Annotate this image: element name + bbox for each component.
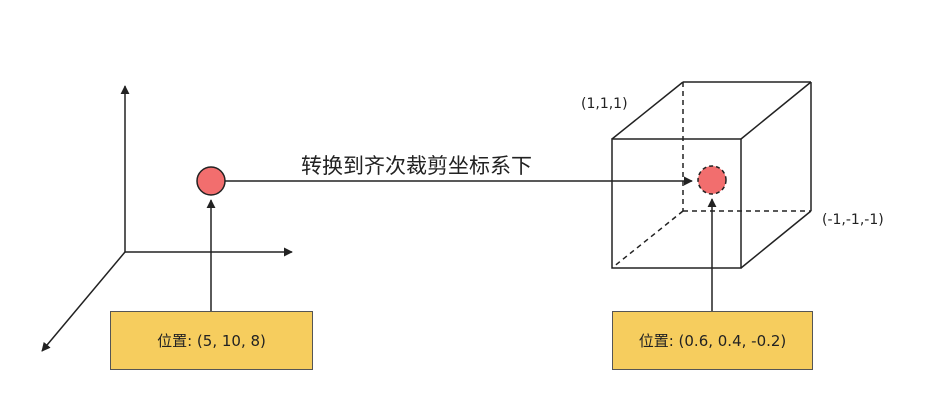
world-position-label: 位置: (5, 10, 8) [157, 332, 266, 350]
clip-space-point [697, 165, 727, 195]
clip-space-cube [611, 81, 812, 269]
cube-edge [740, 210, 812, 269]
clip-position-box: 位置: (0.6, 0.4, -0.2) [612, 311, 813, 370]
world-position-box: 位置: (5, 10, 8) [110, 311, 313, 370]
world-axes [41, 85, 293, 352]
transform-label: 转换到齐次裁剪坐标系下 [301, 154, 532, 178]
clip-position-label: 位置: (0.6, 0.4, -0.2) [638, 332, 787, 350]
cube-edge [611, 81, 684, 140]
cube-corner-bottom-label: (-1,-1,-1) [822, 212, 884, 228]
z-axis [41, 251, 126, 352]
cube-edge [740, 81, 812, 140]
cube-front-face [611, 138, 742, 269]
world-point [196, 166, 226, 196]
cube-hidden-edge [611, 210, 684, 269]
cube-corner-top-label: (1,1,1) [581, 96, 628, 112]
